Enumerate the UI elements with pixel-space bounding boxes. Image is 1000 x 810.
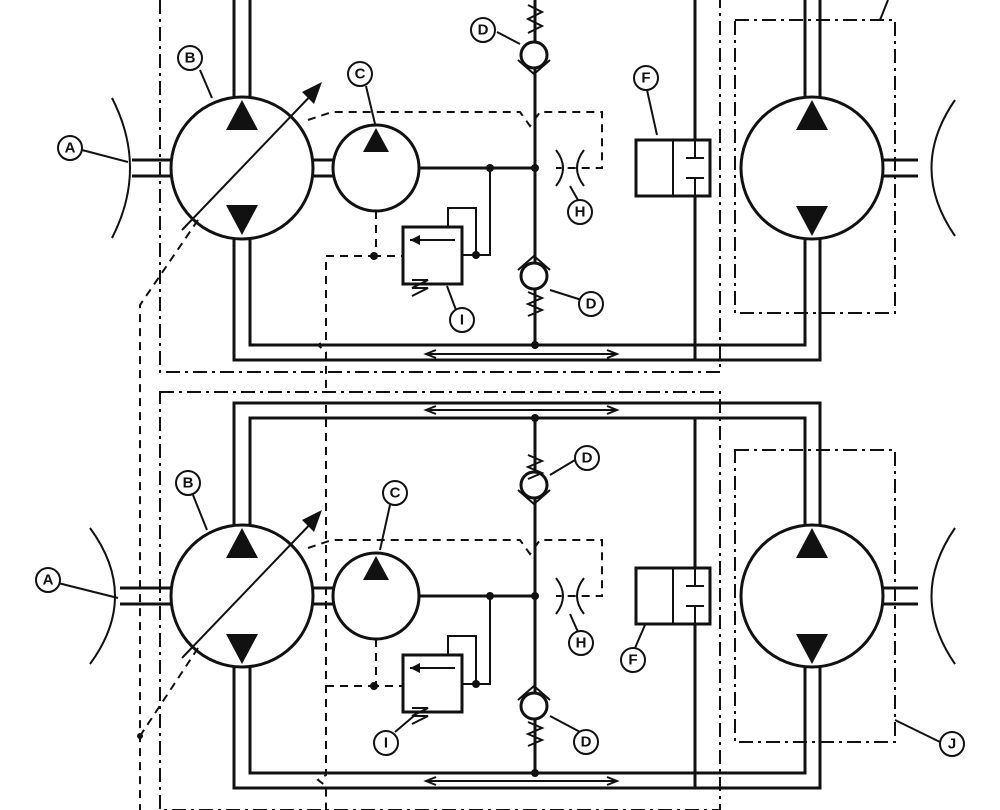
upper-pump-variable-arrow [181, 87, 319, 231]
callout-leaders [57, 31, 658, 734]
upper-hydraulic-motor [739, 95, 885, 241]
upper-orifice [555, 149, 585, 187]
lower-output-coupling [930, 527, 956, 665]
lower-upper-loop-lines [232, 401, 822, 540]
upper-pump-boundary [159, 0, 721, 373]
svg-text:D: D [478, 22, 489, 39]
upper-motor-boundary [734, 19, 896, 314]
callout-j: J [939, 731, 965, 757]
svg-text:A: A [43, 572, 54, 589]
svg-text:I: I [384, 735, 388, 752]
lower-motor-boundary [734, 449, 896, 743]
upper-pump-variable-arrowhead [302, 82, 322, 104]
callout-d-lower-top: D [574, 445, 600, 471]
callout-i-lower: I [373, 730, 399, 756]
upper-charge-pump-arrow [363, 128, 389, 152]
svg-text:B: B [183, 475, 194, 492]
callout-b-upper: B [177, 45, 203, 71]
lower-input-coupling [89, 527, 116, 665]
svg-text:F: F [628, 652, 637, 669]
lower-pump-boundary [159, 391, 721, 810]
lower-control-link [139, 647, 199, 737]
callout-c-upper: C [347, 61, 373, 87]
upper-pump-arrow-up [226, 100, 258, 130]
lower-pump-shaft [313, 586, 333, 606]
upper-check-valve-top-spring [525, 4, 545, 34]
svg-text:I: I [460, 312, 464, 329]
callout-b-lower: B [175, 470, 201, 496]
callout-d-upper-bottom: D [578, 291, 604, 317]
upper-check-valve-top [519, 40, 549, 70]
upper-input-shaft [132, 158, 172, 178]
lower-motor-arrow-down [796, 634, 828, 664]
lower-relief-valve-pilot [447, 596, 491, 685]
upper-input-coupling [111, 97, 131, 239]
upper-left-loop-lines [232, 0, 822, 362]
upper-output-coupling [930, 99, 956, 237]
lower-check-valve-bottom-seat [517, 684, 551, 701]
svg-text:A: A [65, 140, 76, 157]
callout-h-lower: H [568, 630, 594, 656]
svg-text:J: J [948, 736, 956, 753]
upper-pilot-loop [307, 111, 603, 169]
upper-check-valve-top-seat [517, 59, 551, 76]
svg-text:D: D [586, 296, 597, 313]
callout-c-lower: C [382, 480, 408, 506]
upper-relief-valve-pilot [447, 168, 491, 256]
svg-text:D: D [581, 734, 592, 751]
callout-i-upper: I [449, 307, 475, 333]
upper-circuit [111, 0, 956, 810]
lower-output-shaft [883, 586, 918, 606]
callout-f-lower: F [620, 647, 646, 673]
svg-text:H: H [575, 204, 586, 221]
svg-text:C: C [390, 485, 401, 502]
lower-check-valve-bottom [519, 691, 549, 721]
upper-pump-shaft [313, 158, 333, 178]
callout-d-lower-bottom: D [573, 729, 599, 755]
lower-orifice [555, 577, 585, 615]
upper-relief-valve-spring [411, 279, 429, 297]
lower-check-valve-top-seat [517, 489, 551, 506]
svg-text:B: B [185, 50, 196, 67]
lower-charge-pump-arrow [363, 556, 389, 580]
lower-check-valve-top [519, 470, 549, 500]
lower-motor-arrow-up [796, 528, 828, 558]
callout-a-lower: A [35, 567, 61, 593]
lower-motor-boundary-leader [894, 719, 941, 743]
lower-hydraulic-motor [739, 523, 885, 669]
lower-pilot-loop [307, 539, 603, 597]
upper-check-valve-bottom-seat [517, 254, 551, 271]
lower-pump-arrow-down [226, 634, 258, 664]
lower-relief-valve-spring [411, 707, 429, 725]
svg-text:F: F [641, 70, 650, 87]
upper-motor-arrow-up [796, 100, 828, 130]
upper-flow-arrow-heads [423, 349, 620, 359]
upper-check-valve-bottom [519, 261, 549, 291]
callout-h-upper: H [567, 199, 593, 225]
svg-text:D: D [582, 450, 593, 467]
upper-check-valve-bottom-spring [525, 291, 545, 317]
svg-text:H: H [576, 635, 587, 652]
upper-motor-boundary-leader [879, 0, 889, 21]
lower-check-valve-top-spring [525, 454, 545, 480]
upper-pilot-line [316, 211, 403, 390]
upper-motor-arrow-down [796, 206, 828, 236]
lower-input-shaft [120, 586, 172, 606]
lower-circuit [89, 391, 956, 810]
svg-text:C: C [355, 66, 366, 83]
upper-control-link [139, 219, 199, 810]
upper-relief-valve [401, 225, 464, 286]
lower-pump-arrow-up [226, 528, 258, 558]
lower-pump-variable-arrow [181, 515, 319, 659]
upper-output-shaft [883, 158, 918, 178]
callout-a-upper: A [57, 135, 83, 161]
lower-relief-valve [401, 653, 464, 714]
lower-check-valve-bottom-spring [525, 721, 545, 747]
callout-f-upper: F [633, 65, 659, 91]
upper-pump-arrow-down [226, 205, 258, 235]
callout-d-upper-top: D [470, 17, 496, 43]
